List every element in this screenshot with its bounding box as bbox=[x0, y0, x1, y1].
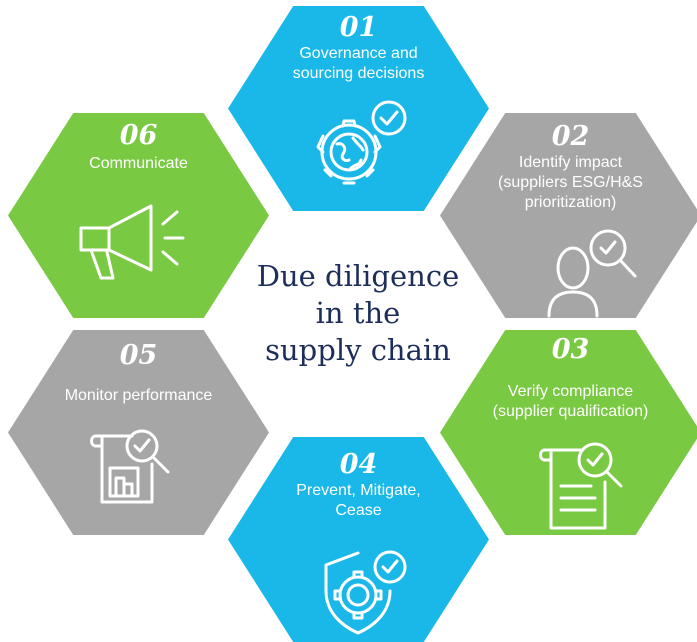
diagram-title: Due diligence in the supply chain bbox=[256, 259, 460, 367]
step-02-number: 02 bbox=[551, 121, 590, 152]
step-01-label: Governance and sourcing decisions bbox=[292, 45, 425, 82]
step-04-hexagon: 04 Prevent, Mitigate, Cease bbox=[228, 437, 489, 642]
step-01-hexagon: 01 Governance and sourcing decisions bbox=[228, 6, 489, 211]
person-magnifier-icon bbox=[547, 229, 637, 318]
report-magnifier-icon bbox=[90, 429, 170, 504]
megaphone-icon bbox=[79, 204, 185, 280]
step-06-hexagon: 06 Communicate bbox=[8, 113, 269, 318]
step-04-number: 04 bbox=[339, 449, 378, 480]
step-06-label: Communicate bbox=[89, 155, 188, 172]
step-05-number: 05 bbox=[119, 340, 158, 371]
step-04-label: Prevent, Mitigate, Cease bbox=[296, 482, 421, 519]
shield-gear-check-icon bbox=[324, 550, 407, 635]
globe-gear-check-icon bbox=[316, 100, 407, 185]
step-03-label: Verify compliance (supplier qualificatio… bbox=[492, 383, 649, 420]
step-02-label: Identify impact (suppliers ESG/H&S prior… bbox=[498, 154, 643, 211]
step-05-label: Monitor performance bbox=[64, 387, 213, 404]
step-01-number: 01 bbox=[339, 12, 378, 43]
step-05-hexagon: 05 Monitor performance bbox=[8, 330, 269, 535]
step-03-number: 03 bbox=[551, 334, 590, 365]
step-02-hexagon: 02 Identify impact (suppliers ESG/H&S pr… bbox=[440, 113, 697, 318]
document-magnifier-icon bbox=[539, 442, 623, 530]
step-03-hexagon: 03 Verify compliance (supplier qualifica… bbox=[440, 330, 697, 535]
step-06-number: 06 bbox=[119, 120, 158, 151]
